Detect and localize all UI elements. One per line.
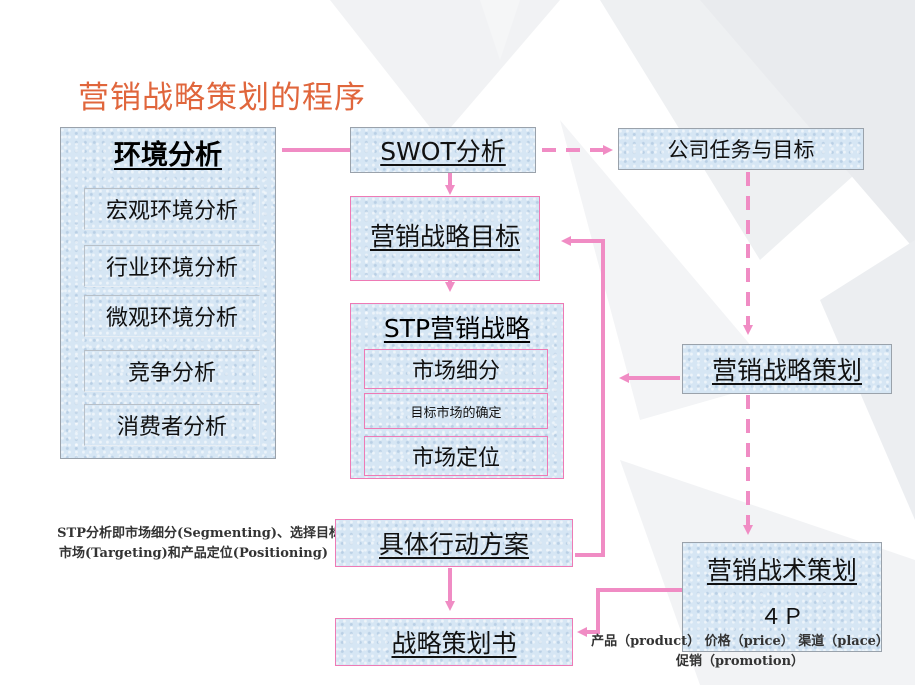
- stp-note-line1: STP分析即市场细分(Segmenting)、选择目标: [57, 526, 342, 541]
- fourp-note-line2: 促销（promotion）: [675, 654, 805, 669]
- action-plan-box: 具体行动方案: [335, 519, 573, 567]
- env-item-competition: 竞争分析: [84, 350, 260, 392]
- marketing-goal-box: 营销战略目标: [350, 196, 540, 281]
- company-mission-box: 公司任务与目标: [618, 128, 864, 170]
- fourp-note-line1: 产品（product） 价格（price） 渠道（place）: [591, 634, 889, 649]
- stp-item-segmentation: 市场细分: [364, 349, 548, 389]
- env-item-consumer: 消费者分析: [84, 404, 260, 446]
- stp-item-targeting: 目标市场的确定: [364, 393, 548, 429]
- env-analysis-header: 环境分析: [114, 140, 222, 171]
- stp-strategy-header: STP营销战略: [383, 314, 531, 343]
- fourp-note: 产品（product） 价格（price） 渠道（place） 促销（promo…: [572, 632, 908, 672]
- tactics-header: 营销战术策划: [706, 556, 857, 585]
- stp-note: STP分析即市场细分(Segmenting)、选择目标 市场(Targeting…: [8, 524, 342, 564]
- tactics-panel: 营销战术策划 ４Ｐ: [682, 542, 882, 652]
- env-item-industry: 行业环境分析: [84, 245, 260, 287]
- stp-note-line2: 市场(Targeting)和产品定位(Positioning): [58, 546, 328, 561]
- stp-item-positioning: 市场定位: [364, 436, 548, 476]
- env-item-micro: 微观环境分析: [84, 295, 260, 337]
- page-title: 营销战略策划的程序: [78, 80, 366, 116]
- tactics-4p: ４Ｐ: [759, 605, 804, 630]
- strategy-planning-box: 营销战略策划: [682, 344, 892, 394]
- env-item-macro: 宏观环境分析: [84, 188, 260, 230]
- plan-book-box: 战略策划书: [335, 618, 573, 666]
- env-analysis-panel: [60, 127, 276, 459]
- swot-analysis-box: SWOT分析: [350, 127, 536, 173]
